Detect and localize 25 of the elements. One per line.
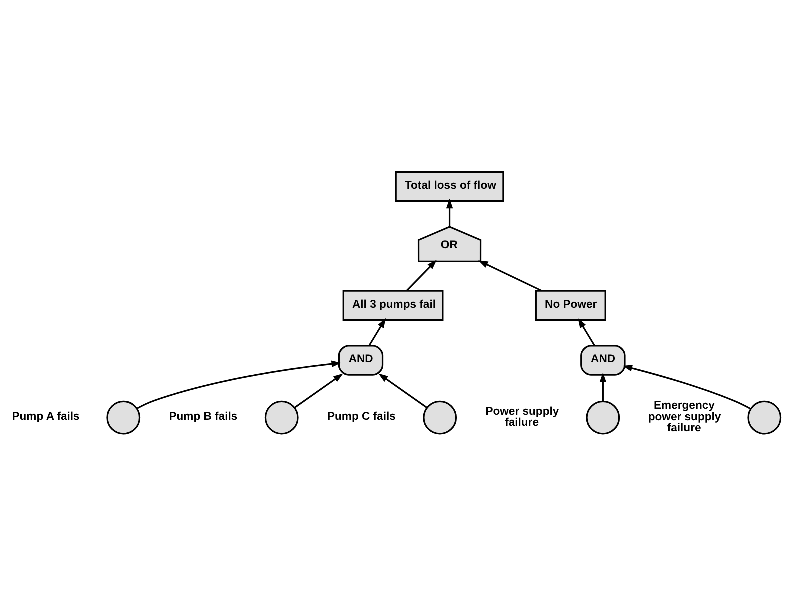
arrow — [136, 360, 342, 410]
node-circle — [586, 400, 620, 435]
arrow — [406, 260, 437, 292]
arrow — [446, 198, 454, 228]
node-box: AND — [338, 345, 384, 376]
node-circle — [264, 400, 299, 435]
arrow — [578, 318, 596, 346]
arrow — [600, 372, 607, 402]
node-circle — [106, 400, 141, 435]
arrow — [294, 374, 344, 408]
arrow — [368, 318, 386, 346]
arrow — [622, 365, 752, 410]
node-box: No Power — [535, 290, 606, 321]
node-box: All 3 pumps fail — [342, 290, 444, 321]
node-label: Emergency power supply failure — [648, 400, 722, 435]
node-label: Power supply failure — [486, 406, 560, 430]
node-label: Pump B fails — [169, 410, 238, 423]
node-circle — [423, 400, 458, 435]
node-circle — [748, 400, 782, 435]
node-label: Pump A fails — [12, 410, 80, 423]
node-box: AND — [580, 345, 626, 376]
node-box: Total loss of flow — [395, 171, 504, 202]
node-label: Pump C fails — [327, 410, 396, 423]
arrow — [478, 260, 542, 292]
arrow — [378, 374, 428, 408]
